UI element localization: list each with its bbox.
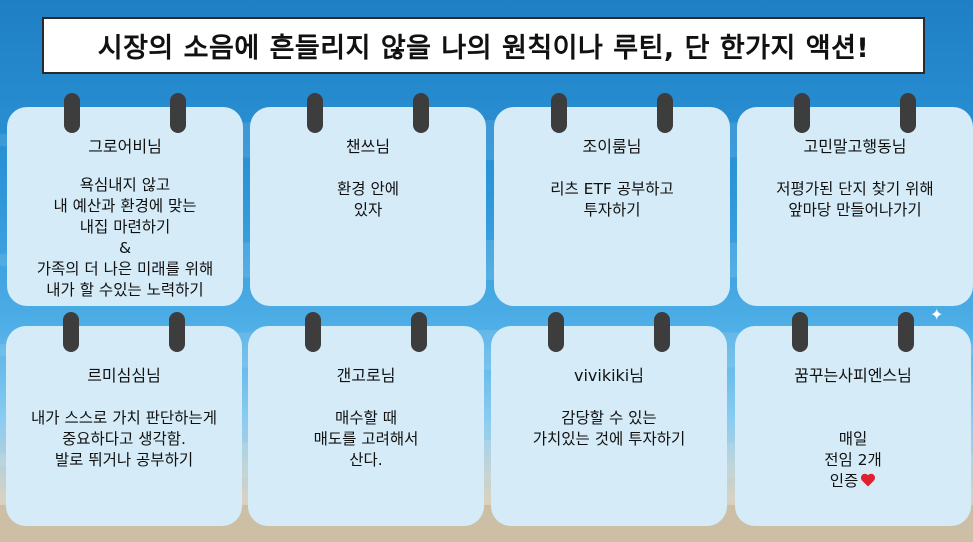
binder-ring	[413, 93, 429, 133]
card-author: 고민말고행동님	[803, 137, 907, 156]
card-text: 매일 전임 2개 인증	[735, 408, 971, 492]
card-text: 감당할 수 있는 가치있는 것에 투자하기	[532, 409, 686, 448]
binder-ring	[794, 93, 810, 133]
card-author: 챈쓰님	[345, 137, 391, 156]
card-author: 갠고로님	[336, 366, 396, 385]
page-title-text: 시장의 소음에 흔들리지 않을 나의 원칙이나 루틴, 단 한가지 액션!	[97, 33, 870, 64]
binder-ring	[900, 93, 916, 133]
binder-ring	[170, 93, 186, 133]
card-text: 환경 안에 있자	[337, 180, 399, 219]
binder-ring	[551, 93, 567, 133]
card-text: 저평가된 단지 찾기 위해 앞마당 만들어나가기	[776, 180, 934, 219]
note-card: 챈쓰님 환경 안에 있자	[250, 93, 486, 306]
page-title: 시장의 소음에 흔들리지 않을 나의 원칙이나 루틴, 단 한가지 액션!	[42, 17, 925, 74]
note-card: 고민말고행동님 저평가된 단지 찾기 위해 앞마당 만들어나가기	[737, 93, 973, 306]
card-text: 욕심내지 않고 내 예산과 환경에 맞는 내집 마련하기 & 가족의 더 나은 …	[36, 176, 214, 299]
note-card: 꿈꾸는사피엔스님 매일 전임 2개 인증	[735, 312, 971, 526]
binder-ring	[548, 312, 564, 352]
binder-ring	[792, 312, 808, 352]
note-card: 조이룸님 리츠 ETF 공부하고 투자하기	[494, 93, 730, 306]
note-card: 르미심심님 내가 스스로 가치 판단하는게 중요하다고 생각함. 발로 뛰거나 …	[6, 312, 242, 526]
binder-ring	[411, 312, 427, 352]
binder-ring	[64, 93, 80, 133]
binder-ring	[169, 312, 185, 352]
card-author: 조이룸님	[582, 137, 642, 156]
card-text: 리츠 ETF 공부하고 투자하기	[550, 180, 674, 219]
binder-ring	[654, 312, 670, 352]
card-author: vivikiki님	[574, 366, 644, 385]
binder-ring	[657, 93, 673, 133]
card-author: 그로어비님	[88, 137, 162, 156]
heart-icon	[861, 473, 876, 487]
card-author: 르미심심님	[87, 366, 161, 385]
note-card: vivikiki님 감당할 수 있는 가치있는 것에 투자하기	[491, 312, 727, 526]
card-author: 꿈꾸는사피엔스님	[794, 366, 912, 385]
note-card: 갠고로님 매수할 때 매도를 고려해서 산다.	[248, 312, 484, 526]
binder-ring	[305, 312, 321, 352]
note-card: 그로어비님 욕심내지 않고 내 예산과 환경에 맞는 내집 마련하기 & 가족의…	[7, 93, 243, 306]
card-text: 매수할 때 매도를 고려해서 산다.	[313, 409, 419, 469]
card-text-content: 매일 전임 2개 인증	[824, 430, 882, 490]
binder-ring	[307, 93, 323, 133]
binder-ring	[898, 312, 914, 352]
sparkle-icon: ✦	[930, 305, 944, 324]
binder-ring	[63, 312, 79, 352]
card-text: 내가 스스로 가치 판단하는게 중요하다고 생각함. 발로 뛰거나 공부하기	[31, 409, 217, 469]
